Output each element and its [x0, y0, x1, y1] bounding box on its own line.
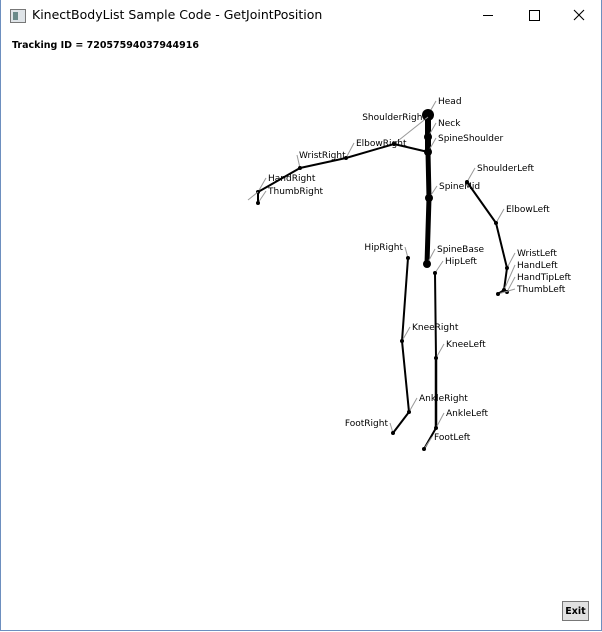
label-leader-line [257, 190, 267, 204]
label-leader-line [401, 326, 411, 342]
label-leader-line [345, 142, 355, 159]
joint-KneeLeft [434, 356, 438, 360]
joint-ThumbLeft [496, 292, 500, 296]
joint-SpineShoulder [424, 148, 432, 156]
label-leader-line [296, 154, 301, 169]
joint-ShoulderRight [392, 142, 396, 146]
joint-label: ElbowLeft [506, 205, 550, 215]
joint-label: HandRight [268, 174, 316, 184]
joint-AnkleLeft [434, 426, 438, 430]
joint-label: FootLeft [434, 433, 471, 443]
bone-AnkleRight-FootRight [392, 411, 410, 434]
label-leader-line [408, 397, 418, 413]
label-leader-line [503, 264, 516, 291]
label-leader-line [435, 343, 445, 359]
joint-label: WristLeft [517, 249, 557, 259]
joint-label: AnkleLeft [446, 409, 489, 419]
maximize-button[interactable] [511, 0, 557, 31]
label-leader-line [247, 191, 259, 201]
bone-HipLeft-KneeLeft [434, 272, 437, 359]
joint-AnkleRight [407, 410, 411, 414]
joint-Head [422, 109, 434, 121]
bone-ShoulderLeft-ElbowLeft [466, 181, 497, 224]
joint-label: ElbowRight [356, 139, 407, 149]
joint-label: ShoulderRight [362, 113, 426, 123]
label-leader-line [257, 177, 267, 193]
label-leader-line [497, 288, 516, 295]
bone-SpineShoulder-ShoulderRight [393, 143, 429, 153]
joint-ShoulderLeft [465, 180, 469, 184]
joint-label: KneeRight [412, 323, 459, 333]
label-leader-line [495, 208, 505, 224]
joint-ElbowLeft [494, 221, 498, 225]
joint-label: ThumbRight [267, 187, 324, 197]
joint-FootLeft [422, 447, 426, 451]
label-leader-line [423, 436, 433, 450]
joint-label: HipRight [364, 243, 403, 253]
label-leader-line [506, 252, 516, 269]
app-window-icon [10, 9, 26, 23]
joint-label: HandLeft [517, 261, 558, 271]
joint-WristLeft [505, 266, 509, 270]
joint-label: FootRight [345, 419, 389, 429]
joint-FootRight [391, 431, 395, 435]
bone-ElbowLeft-WristLeft [495, 222, 508, 269]
joint-SpineMid [425, 194, 433, 202]
joint-WristRight [298, 166, 302, 170]
joint-SpineBase [423, 260, 431, 268]
joint-label: ShoulderLeft [477, 164, 534, 174]
label-leader-line [434, 260, 444, 274]
bone-HipRight-KneeRight [401, 257, 409, 342]
bone-WristRight-HandRight [257, 167, 301, 193]
joint-HandLeft [502, 288, 506, 292]
joint-HipLeft [433, 271, 437, 275]
close-button[interactable] [556, 0, 602, 31]
label-leader-line [435, 412, 445, 429]
joint-label: AnkleRight [419, 394, 468, 404]
bone-SpineShoulder-SpineMid [425, 149, 432, 201]
joint-ElbowRight [344, 156, 348, 160]
bone-WristLeft-HandLeft [503, 267, 508, 291]
joint-KneeRight [400, 339, 404, 343]
tracking-id-label: Tracking ID = 72057594037944916 [12, 40, 199, 51]
minimize-button[interactable] [465, 0, 511, 31]
joint-label: Head [438, 97, 462, 107]
joint-label: HandTipLeft [517, 273, 572, 283]
joint-ThumbRight [256, 201, 260, 205]
joint-HipRight [406, 256, 410, 260]
bone-ShoulderRight-ElbowRight [345, 143, 395, 159]
joint-label: KneeLeft [446, 340, 486, 350]
close-icon [573, 9, 585, 21]
label-leader-line [393, 116, 429, 145]
label-leader-line [466, 167, 476, 183]
joint-Neck [424, 133, 432, 141]
bone-ElbowRight-WristRight [299, 157, 347, 169]
window-title: KinectBodyList Sample Code - GetJointPos… [32, 7, 323, 22]
joint-label: SpineBase [437, 245, 485, 255]
bone-SpineMid-SpineBase [424, 195, 432, 267]
bone-KneeRight-AnkleRight [401, 340, 410, 413]
joint-label: SpineMid [439, 182, 480, 192]
joint-label: WristRight [299, 151, 346, 161]
exit-button[interactable]: Exit [562, 601, 589, 621]
joint-label: ThumbLeft [516, 285, 566, 295]
joint-label: SpineShoulder [438, 134, 504, 144]
joint-label: HipLeft [445, 257, 477, 267]
label-leader-line [506, 276, 516, 293]
joint-label: Neck [438, 119, 461, 129]
title-bar[interactable]: KinectBodyList Sample Code - GetJointPos… [1, 0, 601, 31]
